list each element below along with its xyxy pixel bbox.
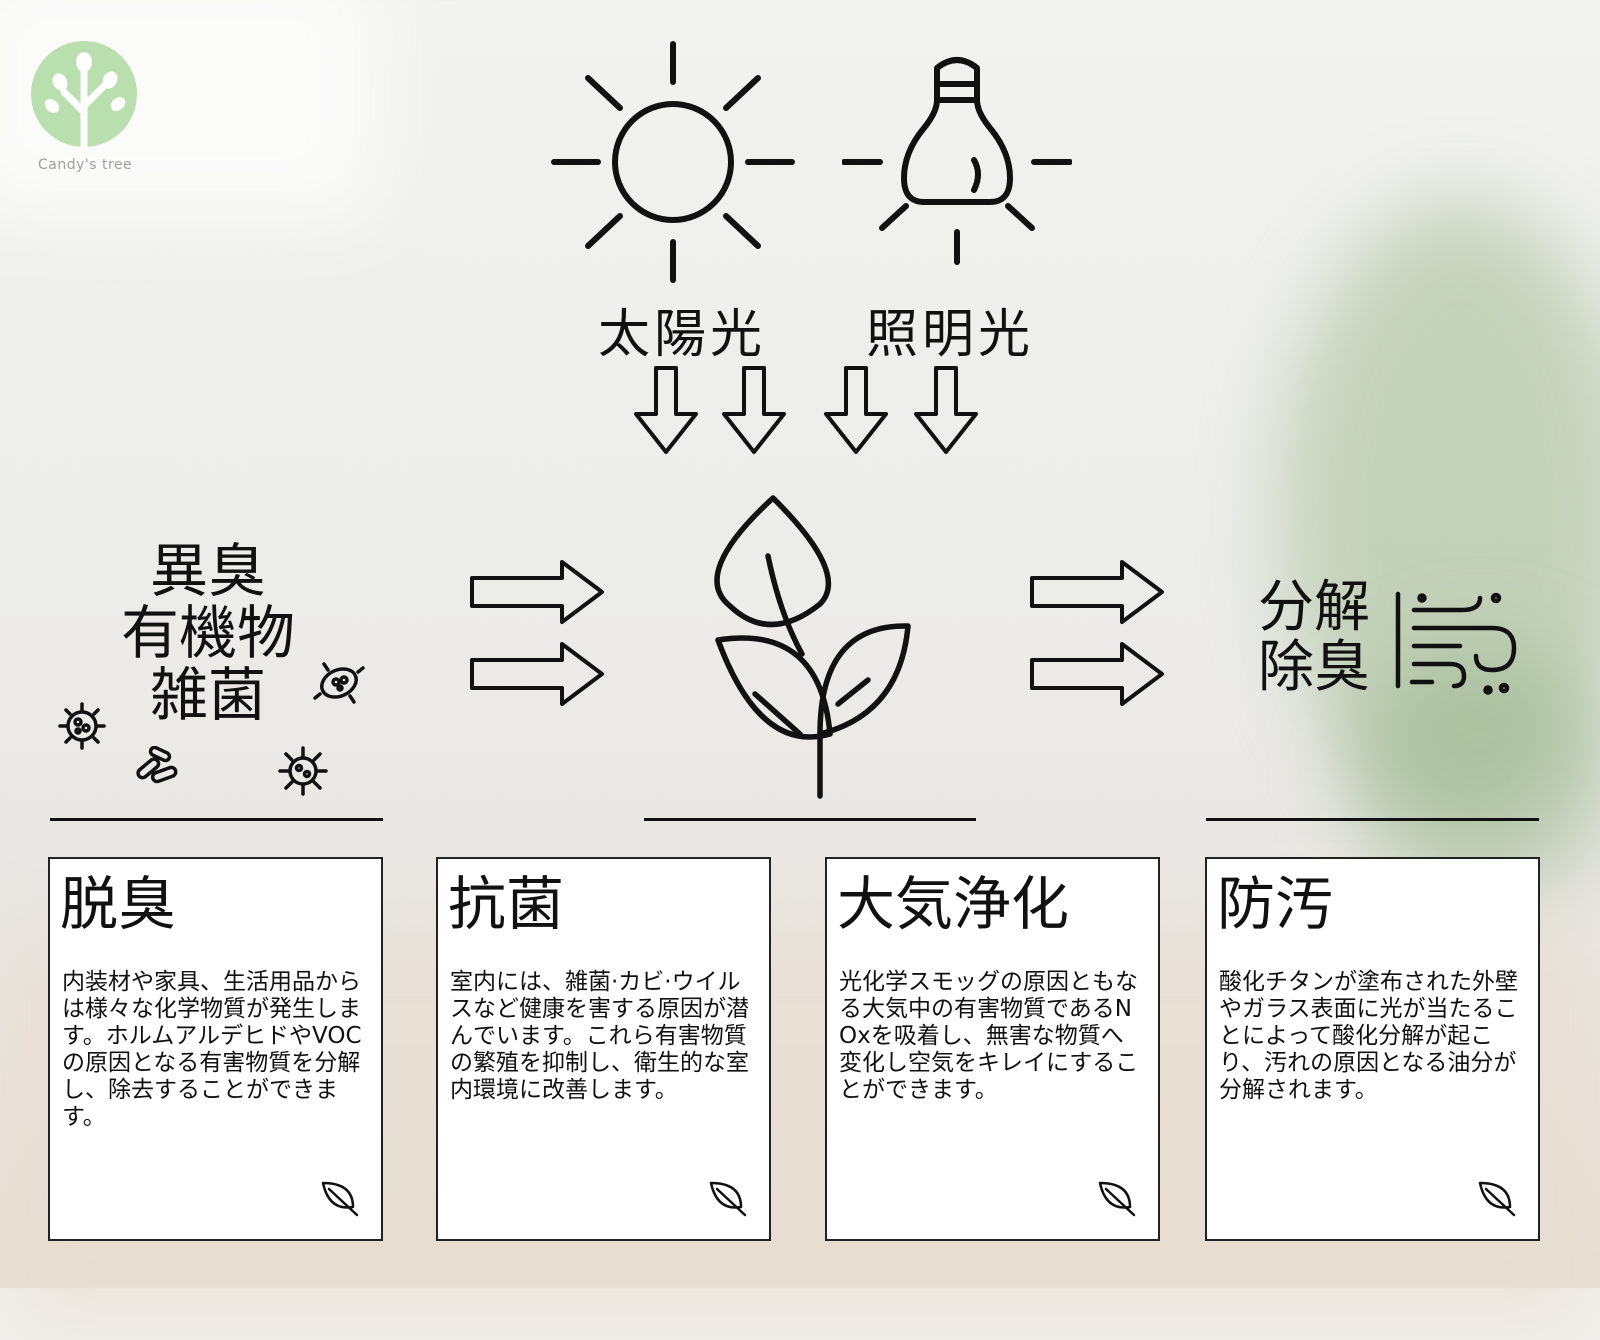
left-label: 異臭 有機物 雑菌 xyxy=(118,540,298,726)
right-arrows-in xyxy=(470,560,610,714)
down-arrow-1 xyxy=(634,366,698,454)
tree-logo-icon xyxy=(31,41,137,150)
leaf-icon xyxy=(1476,1177,1516,1221)
germ-icon xyxy=(312,658,366,708)
divider-right xyxy=(1206,818,1539,821)
logo-name: Candy's tree xyxy=(38,157,133,173)
right-label-line: 除臭 xyxy=(1258,635,1370,700)
virus-icon xyxy=(276,744,330,798)
divider-center xyxy=(644,818,976,821)
sun-icon xyxy=(548,40,798,290)
right-arrow-1 xyxy=(470,560,604,624)
right-arrow-3 xyxy=(1030,560,1164,624)
bacteria-icon xyxy=(132,746,182,792)
leaf-icon xyxy=(1096,1177,1136,1221)
leaf-icon xyxy=(707,1177,747,1221)
down-arrow-4 xyxy=(914,366,978,454)
card-title: 防汚 xyxy=(1217,870,1334,938)
divider-left xyxy=(50,818,383,821)
down-arrow-3 xyxy=(824,366,888,454)
bulb-label: 照明光 xyxy=(866,305,1035,365)
right-arrow-4 xyxy=(1030,642,1164,706)
card-title: 大気浄化 xyxy=(837,870,1070,938)
plant-leaves-icon xyxy=(700,494,940,804)
leaf-icon xyxy=(319,1177,359,1221)
feature-card-antibacterial: 抗菌 室内には、雑菌·カビ·ウイルスなど健康を害する原因が潜んでいます。これら有… xyxy=(436,857,771,1241)
card-body: 内装材や家具、生活用品からは様々な化学物質が発生します。ホルムアルデヒドやVOC… xyxy=(62,969,362,1130)
feature-card-deodorize: 脱臭 内装材や家具、生活用品からは様々な化学物質が発生します。ホルムアルデヒドや… xyxy=(48,857,383,1241)
down-arrows xyxy=(630,366,990,462)
feature-card-air-purification: 大気浄化 光化学スモッグの原因ともなる大気中の有害物質であるNOxを吸着し、無害… xyxy=(825,857,1160,1241)
logo xyxy=(30,40,138,152)
left-label-line: 雑菌 xyxy=(149,661,266,729)
bacteria-icon xyxy=(56,700,108,752)
left-label-line: 異臭 xyxy=(149,537,266,605)
card-title: 抗菌 xyxy=(448,870,565,938)
card-body: 光化学スモッグの原因ともなる大気中の有害物質であるNOxを吸着し、無害な物質へ変… xyxy=(839,969,1139,1103)
right-arrow-2 xyxy=(470,642,604,706)
left-label-line: 有機物 xyxy=(120,599,295,667)
right-arrows-out xyxy=(1030,560,1170,714)
card-title: 脱臭 xyxy=(60,870,177,938)
light-bulb-icon xyxy=(842,50,1072,280)
wind-icon xyxy=(1392,590,1522,700)
right-label-line: 分解 xyxy=(1258,575,1370,640)
feature-card-antifouling: 防汚 酸化チタンが塗布された外壁やガラス表面に光が当たることによって酸化分解が起… xyxy=(1205,857,1540,1241)
sun-label: 太陽光 xyxy=(598,305,767,365)
down-arrow-2 xyxy=(722,366,786,454)
card-body: 室内には、雑菌·カビ·ウイルスなど健康を害する原因が潜んでいます。これら有害物質… xyxy=(450,969,749,1103)
right-label: 分解 除臭 xyxy=(1258,578,1370,698)
background-plant-blur-2 xyxy=(1350,640,1600,900)
card-body: 酸化チタンが塗布された外壁やガラス表面に光が当たることによって酸化分解が起こり、… xyxy=(1219,969,1518,1103)
